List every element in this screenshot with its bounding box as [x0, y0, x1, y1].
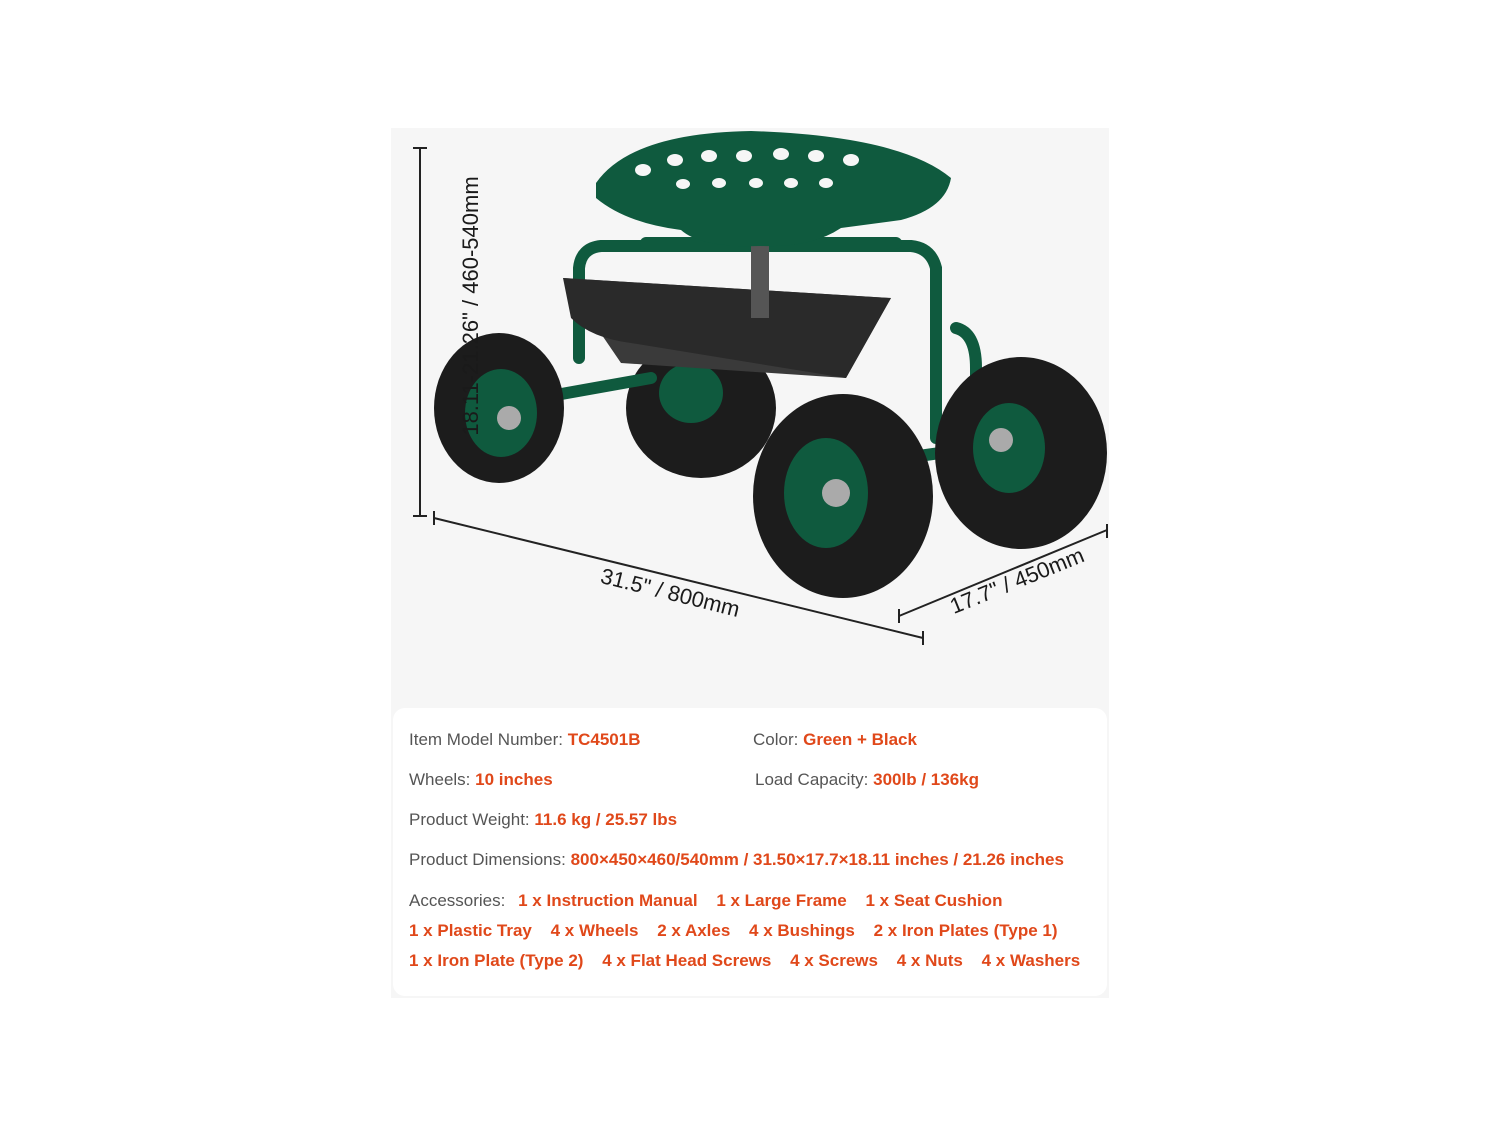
front-right-wheel — [753, 394, 933, 598]
accessory-item: 1 x Plastic Tray — [409, 921, 532, 940]
accessory-item: 1 x Large Frame — [716, 891, 847, 910]
accessory-item: 4 x Wheels — [550, 921, 639, 940]
product-image-area: 18.11-21.26" / 460-540mm 31.5" / 800mm 1… — [391, 128, 1109, 708]
load-capacity-label: Load Capacity: — [755, 770, 869, 789]
accessories-row-2: 1 x Plastic Tray 4 x Wheels 2 x Axles 4 … — [409, 921, 1072, 941]
color-label: Color: — [753, 730, 799, 749]
load-capacity-row: Load Capacity: 300lb / 136kg — [755, 770, 979, 790]
color-value: Green + Black — [803, 730, 917, 749]
product-dimensions-value: 800×450×460/540mm / 31.50×17.7×18.11 inc… — [570, 850, 1064, 869]
wheels-row: Wheels: 10 inches — [409, 770, 553, 790]
accessory-item: 2 x Axles — [657, 921, 731, 940]
model-number-label: Item Model Number: — [409, 730, 563, 749]
load-capacity-value: 300lb / 136kg — [873, 770, 979, 789]
accessory-item: 2 x Iron Plates (Type 1) — [873, 921, 1058, 940]
model-number-value: TC4501B — [567, 730, 641, 749]
accessory-item: 4 x Screws — [790, 951, 878, 970]
front-left-wheel — [434, 333, 564, 483]
accessories-row-1: Accessories: 1 x Instruction Manual 1 x … — [409, 891, 1016, 911]
accessory-item: 4 x Washers — [981, 951, 1081, 970]
accessories-label: Accessories: — [409, 891, 506, 910]
color-row: Color: Green + Black — [753, 730, 917, 750]
dimension-lines — [413, 147, 1108, 645]
seat-cushion — [596, 131, 951, 247]
accessory-item: 1 x Iron Plate (Type 2) — [409, 951, 584, 970]
height-dimension-label: 18.11-21.26" / 460-540mm — [458, 176, 483, 436]
garden-cart-illustration — [413, 131, 1108, 645]
product-weight-label: Product Weight: — [409, 810, 530, 829]
model-number-row: Item Model Number: TC4501B — [409, 730, 641, 750]
accessory-item: 1 x Instruction Manual — [518, 891, 698, 910]
product-dimensions-row: Product Dimensions: 800×450×460/540mm / … — [409, 850, 1064, 870]
accessory-item: 1 x Seat Cushion — [865, 891, 1003, 910]
product-card: 18.11-21.26" / 460-540mm 31.5" / 800mm 1… — [391, 128, 1109, 998]
product-dimensions-label: Product Dimensions: — [409, 850, 566, 869]
back-right-wheel — [935, 357, 1107, 549]
accessory-item: 4 x Bushings — [749, 921, 855, 940]
product-weight-value: 11.6 kg / 25.57 lbs — [534, 810, 678, 829]
accessory-item: 4 x Flat Head Screws — [602, 951, 772, 970]
specifications-panel: Item Model Number: TC4501B Color: Green … — [393, 708, 1107, 996]
wheels-value: 10 inches — [475, 770, 553, 789]
product-weight-row: Product Weight: 11.6 kg / 25.57 lbs — [409, 810, 677, 830]
back-wheel — [626, 338, 776, 478]
accessories-row-3: 1 x Iron Plate (Type 2) 4 x Flat Head Sc… — [409, 951, 1094, 971]
accessory-item: 4 x Nuts — [896, 951, 963, 970]
wheels-label: Wheels: — [409, 770, 471, 789]
